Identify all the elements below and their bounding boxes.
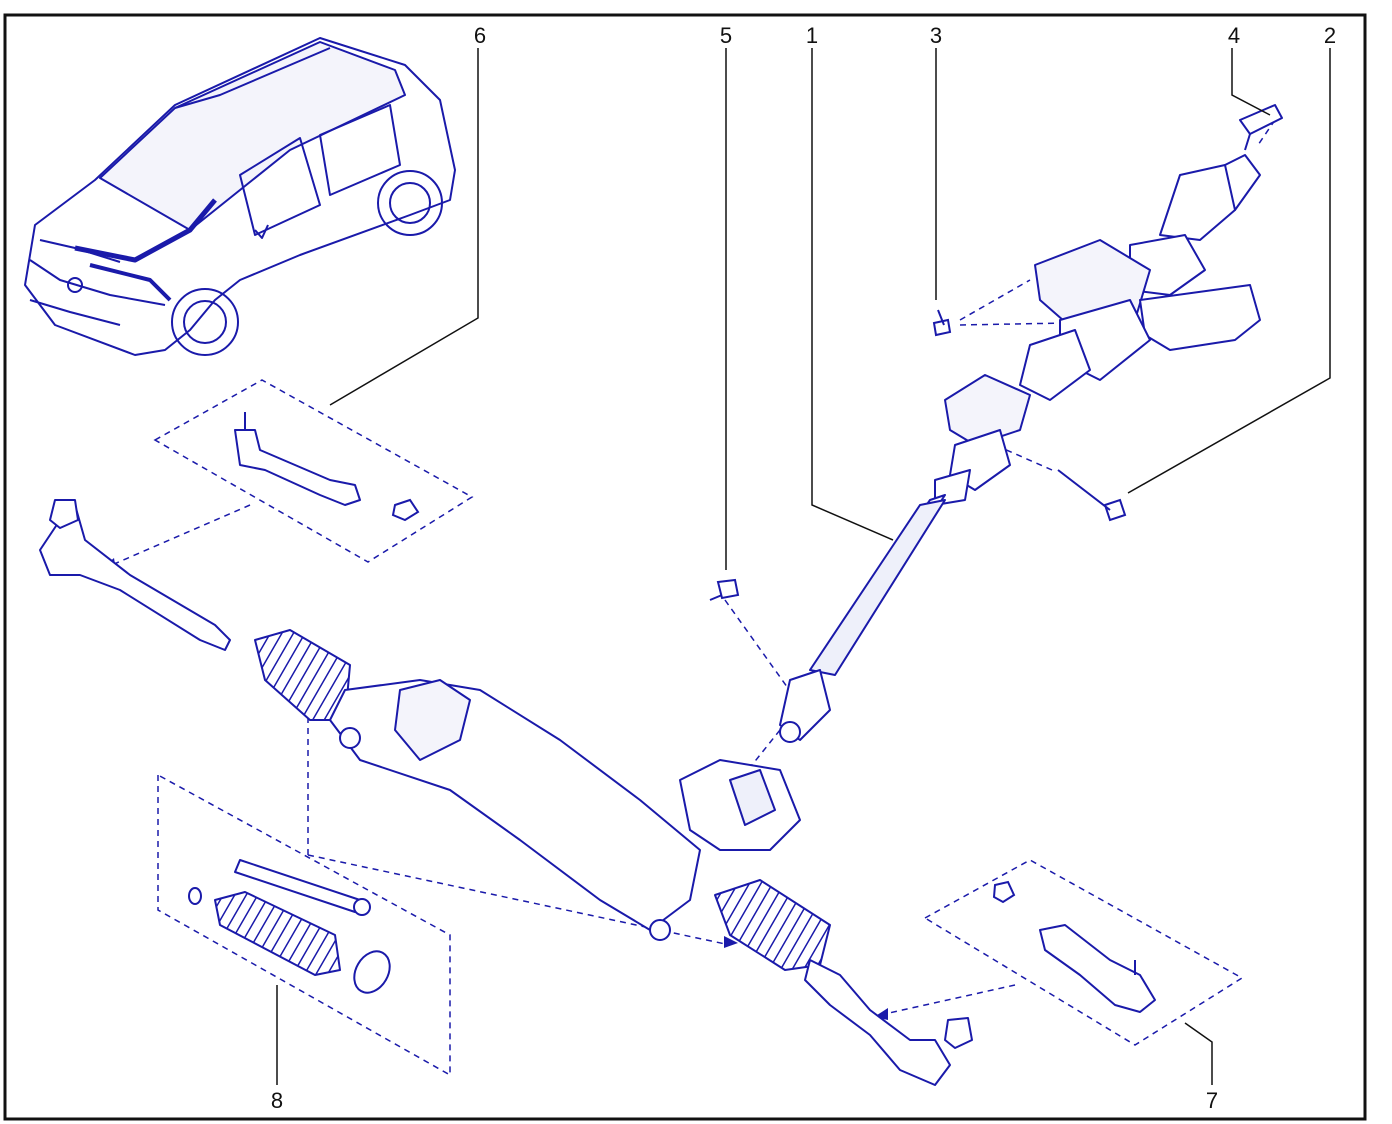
- steering-column: [779, 104, 1283, 743]
- bellows-kit-parts: [188, 859, 391, 994]
- callout-labels: 6 5 1 3 4 2 7 8: [271, 23, 1336, 1113]
- callout-1: 1: [806, 23, 818, 48]
- steering-rack: [39, 504, 951, 1086]
- fasteners: [391, 309, 1127, 904]
- callout-2: 2: [1324, 23, 1336, 48]
- nut-left: [391, 498, 420, 522]
- ball-joint-right: [944, 1017, 973, 1049]
- callout-5: 5: [720, 23, 732, 48]
- bolt-3: [932, 309, 952, 337]
- callout-3: 3: [930, 23, 942, 48]
- clamp-ring: [353, 950, 391, 994]
- box-tie-rod-end-right: [923, 859, 1244, 1046]
- dashed-assembly-boxes: [153, 379, 1244, 1077]
- box-bellows-kit: [157, 773, 451, 1077]
- tie-rod-ends: [49, 412, 1156, 1049]
- bolt-5: [709, 578, 740, 601]
- callout-6: 6: [474, 23, 486, 48]
- bolt-2: [1057, 469, 1127, 522]
- box-tie-rod-end-left: [153, 379, 474, 563]
- bellows-boot: [214, 891, 341, 976]
- nut-right: [992, 880, 1016, 904]
- vehicle-illustration: [24, 37, 456, 356]
- tie-rod-end-box-right: [1039, 924, 1156, 1013]
- tie-rod-end-box-left: [234, 429, 361, 506]
- ball-joint-left: [49, 499, 79, 529]
- diagram-border: [3, 13, 1367, 1121]
- callout-4: 4: [1228, 23, 1240, 48]
- callout-8: 8: [271, 1088, 283, 1113]
- callout-7: 7: [1206, 1088, 1218, 1113]
- callout-leaders: [276, 48, 1331, 1085]
- small-clip: [188, 887, 202, 905]
